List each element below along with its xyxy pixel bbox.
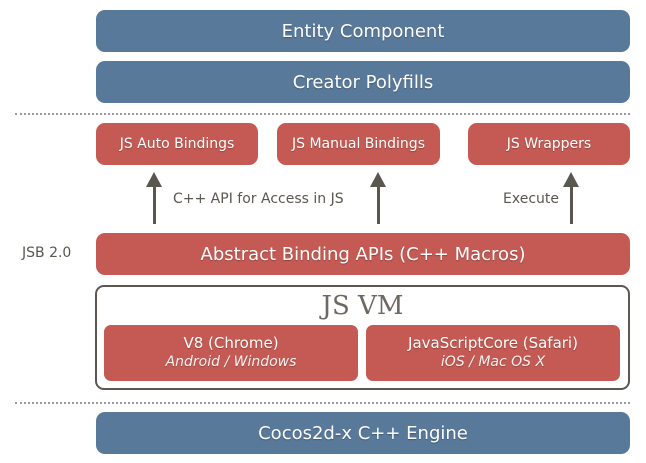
js-auto-bindings-label: JS Auto Bindings — [119, 136, 235, 152]
js-vm-title: JS VM — [321, 291, 404, 321]
top-divider — [15, 113, 630, 115]
v8-engine-platforms: Android / Windows — [165, 354, 297, 370]
jsb-version-label: JSB 2.0 — [22, 245, 72, 261]
jsc-engine-name: JavaScriptCore (Safari) — [408, 334, 578, 352]
creator-polyfills-label: Creator Polyfills — [292, 71, 434, 93]
jsc-engine-platforms: iOS / Mac OS X — [440, 354, 546, 370]
abstract-binding-layer: Abstract Binding APIs (C++ Macros) — [96, 233, 630, 275]
js-manual-bindings-label: JS Manual Bindings — [292, 136, 425, 152]
cocos-engine-label: Cocos2d-x C++ Engine — [258, 422, 468, 444]
js-manual-bindings-box: JS Manual Bindings — [277, 123, 440, 165]
v8-engine-box: V8 (Chrome) Android / Windows — [104, 325, 358, 381]
entity-component-layer: Entity Component — [96, 10, 630, 52]
js-wrappers-label: JS Wrappers — [506, 136, 592, 152]
v8-engine-name: V8 (Chrome) — [183, 334, 279, 352]
cocos-engine-layer: Cocos2d-x C++ Engine — [96, 412, 630, 454]
creator-polyfills-layer: Creator Polyfills — [96, 61, 630, 103]
jsc-engine-box: JavaScriptCore (Safari) iOS / Mac OS X — [366, 325, 620, 381]
up-arrow-icon — [370, 172, 386, 224]
up-arrow-icon — [146, 172, 162, 224]
execute-label: Execute — [503, 191, 559, 207]
cpp-api-label: C++ API for Access in JS — [173, 191, 344, 207]
js-wrappers-box: JS Wrappers — [468, 123, 630, 165]
bottom-divider — [15, 402, 630, 404]
entity-component-label: Entity Component — [281, 20, 445, 42]
js-vm-container: JS VM V8 (Chrome) Android / Windows Java… — [95, 285, 630, 390]
abstract-binding-label: Abstract Binding APIs (C++ Macros) — [200, 243, 526, 265]
js-auto-bindings-box: JS Auto Bindings — [96, 123, 258, 165]
up-arrow-icon — [563, 172, 579, 224]
